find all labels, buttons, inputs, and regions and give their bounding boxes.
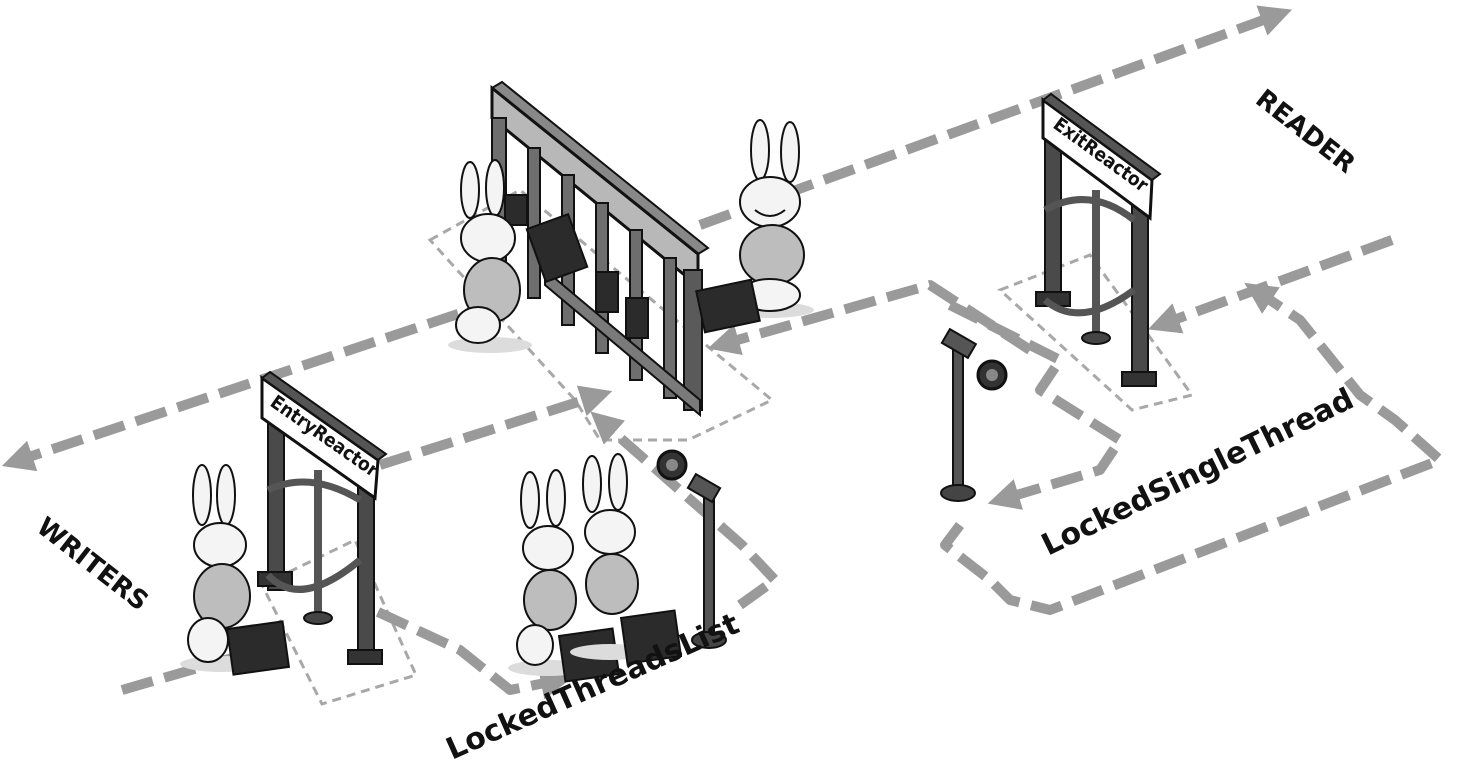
reader-label: READER (1250, 84, 1361, 180)
bunny-writer-queue-2 (570, 453, 683, 665)
locked-single-thread-label: LockedSingleThread (1036, 382, 1359, 564)
single-thread-loop-arrow (940, 282, 1445, 615)
entry-reactor-turnstile: EntryReactor (257, 370, 388, 665)
entry-to-central-arrow (378, 385, 613, 470)
exit-reactor-turnstile: ExitReactor (1035, 92, 1162, 387)
exit-to-central-arrow (707, 280, 1033, 356)
signal-post-right (940, 327, 1008, 502)
bunny-writer-at-entry (180, 464, 291, 676)
bunny-reader (695, 119, 814, 334)
locked-threads-list-label: LockedThreadsList (441, 607, 744, 764)
bunny-writer-at-central-gate (448, 159, 589, 353)
central-turnstile-bank (490, 80, 710, 418)
signal-post-left (656, 449, 727, 649)
writers-label: WRITERS (31, 512, 154, 617)
locked-threads-loop-arrow (375, 607, 573, 700)
reader-return-arrow (1147, 235, 1394, 334)
entry-zone (259, 537, 419, 706)
bunny-writer-queue-1 (508, 469, 621, 683)
writer-exit-arrow (1, 295, 502, 472)
single-thread-down-arrow (947, 300, 1125, 510)
locked-threads-return-arrow (590, 411, 780, 610)
